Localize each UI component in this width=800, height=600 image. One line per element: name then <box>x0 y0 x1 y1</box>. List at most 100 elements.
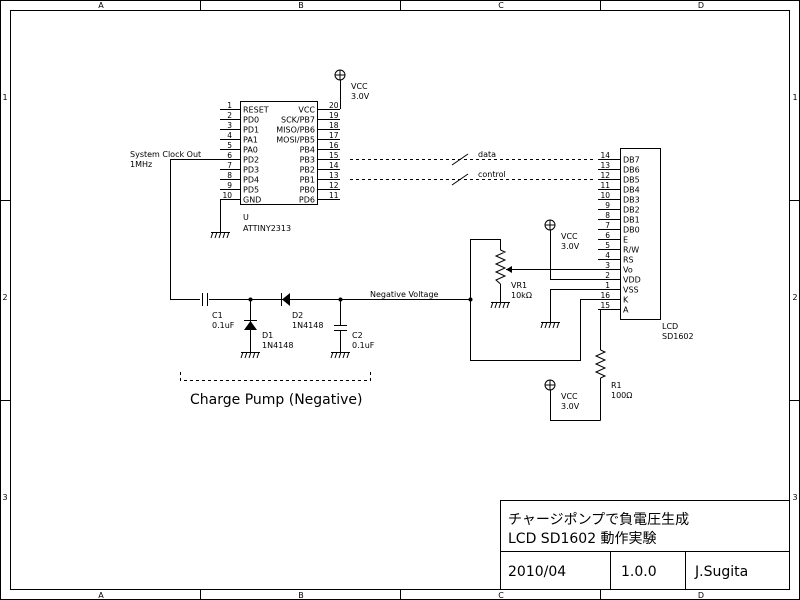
lcd-pin-name: DB7 <box>623 156 640 165</box>
mcu-ref: U <box>243 213 249 222</box>
lcd-pin-number: 12 <box>600 171 610 180</box>
mcu-pin-name: PB0 <box>300 186 315 195</box>
mcu-pin-number: 10 <box>222 191 232 200</box>
charge-pump-label: Charge Pump (Negative) <box>190 392 362 408</box>
clock-out-label: System Clock Out <box>130 150 201 159</box>
mcu-pin-name: PD2 <box>243 156 259 165</box>
lcd-part: SD1602 <box>662 332 694 341</box>
lcd-pin-name: E <box>623 236 628 245</box>
lcd-pin-name: VDD <box>623 276 641 285</box>
mcu-pin-number: 12 <box>329 181 339 190</box>
mcu-pin-number: 7 <box>227 161 232 170</box>
mcu-pin-name: GND <box>243 196 261 205</box>
mcu-part: ATTINY2313 <box>243 224 291 233</box>
lcd-pin-name: DB6 <box>623 166 640 175</box>
vcc-value: 3.0V <box>351 92 370 101</box>
mcu-pin-name: PB2 <box>300 166 315 175</box>
potentiometer-vr1: VR1 10kΩ <box>494 249 532 300</box>
lcd-pin-name: DB5 <box>623 176 640 185</box>
d2-ref: D2 <box>292 311 303 320</box>
lcd-pin-name: R/W <box>623 246 639 255</box>
row-label-right: 3 <box>792 493 797 502</box>
vr1-ref: VR1 <box>511 281 527 290</box>
lcd-pin-number: 13 <box>600 161 610 170</box>
mcu-pin-number: 14 <box>329 161 339 170</box>
title-line-1: チャージポンプで負電圧生成 <box>508 512 689 528</box>
lcd-pin-number: 9 <box>605 201 610 210</box>
c2-ref: C2 <box>352 331 363 340</box>
mcu-pin-name: PB4 <box>300 146 315 155</box>
lcd-pin-number: 6 <box>605 231 610 240</box>
vcc-value: 3.0V <box>561 402 580 411</box>
mcu-pin-number: 1 <box>227 101 232 110</box>
lcd-pin-number: 5 <box>605 241 610 250</box>
clock-freq-label: 1MHz <box>130 160 152 169</box>
lcd-pin-number: 8 <box>605 211 610 220</box>
net-labels: System Clock Out 1MHz Negative Voltage d… <box>130 150 506 299</box>
lcd-pin-name: A <box>623 306 629 315</box>
mcu-pin-number: 4 <box>227 131 232 140</box>
author-field: J.Sugita <box>694 564 748 580</box>
mcu-pin-number: 13 <box>329 171 339 180</box>
lcd-pin-number: 15 <box>600 301 610 310</box>
mcu-pin-name: PD4 <box>243 176 259 185</box>
ground-symbol-d1 <box>240 351 260 359</box>
lcd-pin-number: 4 <box>605 251 610 260</box>
mcu-pin-number: 5 <box>227 141 232 150</box>
mcu-pin-number: 6 <box>227 151 232 160</box>
r1-value: 100Ω <box>611 391 632 400</box>
title-line-2: LCD SD1602 動作実験 <box>508 531 657 547</box>
c1-value: 0.1uF <box>212 321 235 330</box>
ground-symbol-lcd <box>540 321 560 329</box>
col-label-top: D <box>698 1 704 10</box>
mcu-pin-name: SCK/PB7 <box>281 116 315 125</box>
mcu-pin-name: PD6 <box>299 196 315 205</box>
lcd-pin-number: 1 <box>605 281 610 290</box>
mcu-pin-number: 20 <box>329 101 339 110</box>
lcd-pin-number: 16 <box>600 291 610 300</box>
resistor-r1: R1 100Ω <box>594 349 632 400</box>
c1-ref: C1 <box>212 311 223 320</box>
mcu-pin-name: RESET <box>243 106 269 115</box>
mcu-pin-name: PD5 <box>243 186 259 195</box>
title-block: チャージポンプで負電圧生成 LCD SD1602 動作実験 2010/04 1.… <box>500 500 790 590</box>
ground-symbol-mcu <box>210 200 230 239</box>
mcu-pin-number: 19 <box>329 111 339 120</box>
mcu-pin-name: VCC <box>298 106 315 115</box>
mcu-pin-number: 17 <box>329 131 339 140</box>
mcu-pin-number: 8 <box>227 171 232 180</box>
mcu-pin-number: 2 <box>227 111 232 120</box>
lcd-pin-name: DB4 <box>623 186 640 195</box>
d1-ref: D1 <box>262 331 273 340</box>
lcd-pin-number: 14 <box>600 151 610 160</box>
col-label-top: B <box>298 1 304 10</box>
mcu-pin-number: 3 <box>227 121 232 130</box>
lcd-pin-number: 3 <box>605 261 610 270</box>
row-label-right: 2 <box>792 293 797 302</box>
vcc-label: VCC <box>561 232 578 241</box>
col-label-bottom: D <box>698 591 704 600</box>
mcu-pin-name: PB1 <box>300 176 315 185</box>
mcu-pin-number: 15 <box>329 151 339 160</box>
mcu-pin-number: 18 <box>329 121 339 130</box>
col-label-bottom: A <box>98 591 104 600</box>
negative-voltage-label: Negative Voltage <box>370 290 439 299</box>
mcu-pin-name: PD3 <box>243 166 259 175</box>
charge-pump-group: Charge Pump (Negative) <box>180 372 371 408</box>
date-field: 2010/04 <box>508 564 566 580</box>
col-label-bottom: C <box>498 591 504 600</box>
lcd-pin-number: 7 <box>605 221 610 230</box>
capacitor-c2: C2 0.1uF <box>334 325 375 350</box>
junctions <box>248 297 473 302</box>
lcd-pin-name: DB3 <box>623 196 640 205</box>
lcd-pin-name: RS <box>623 256 634 265</box>
mcu-pin-name: MISO/PB6 <box>276 126 315 135</box>
version-field: 1.0.0 <box>621 564 657 580</box>
capacitor-c1: C1 0.1uF <box>202 293 235 330</box>
mcu-pin-name: PD0 <box>243 116 259 125</box>
mcu-pin-name: PD1 <box>243 126 259 135</box>
lcd-pin-number: 10 <box>600 191 610 200</box>
wires <box>170 153 610 421</box>
row-label-left: 2 <box>2 293 7 302</box>
